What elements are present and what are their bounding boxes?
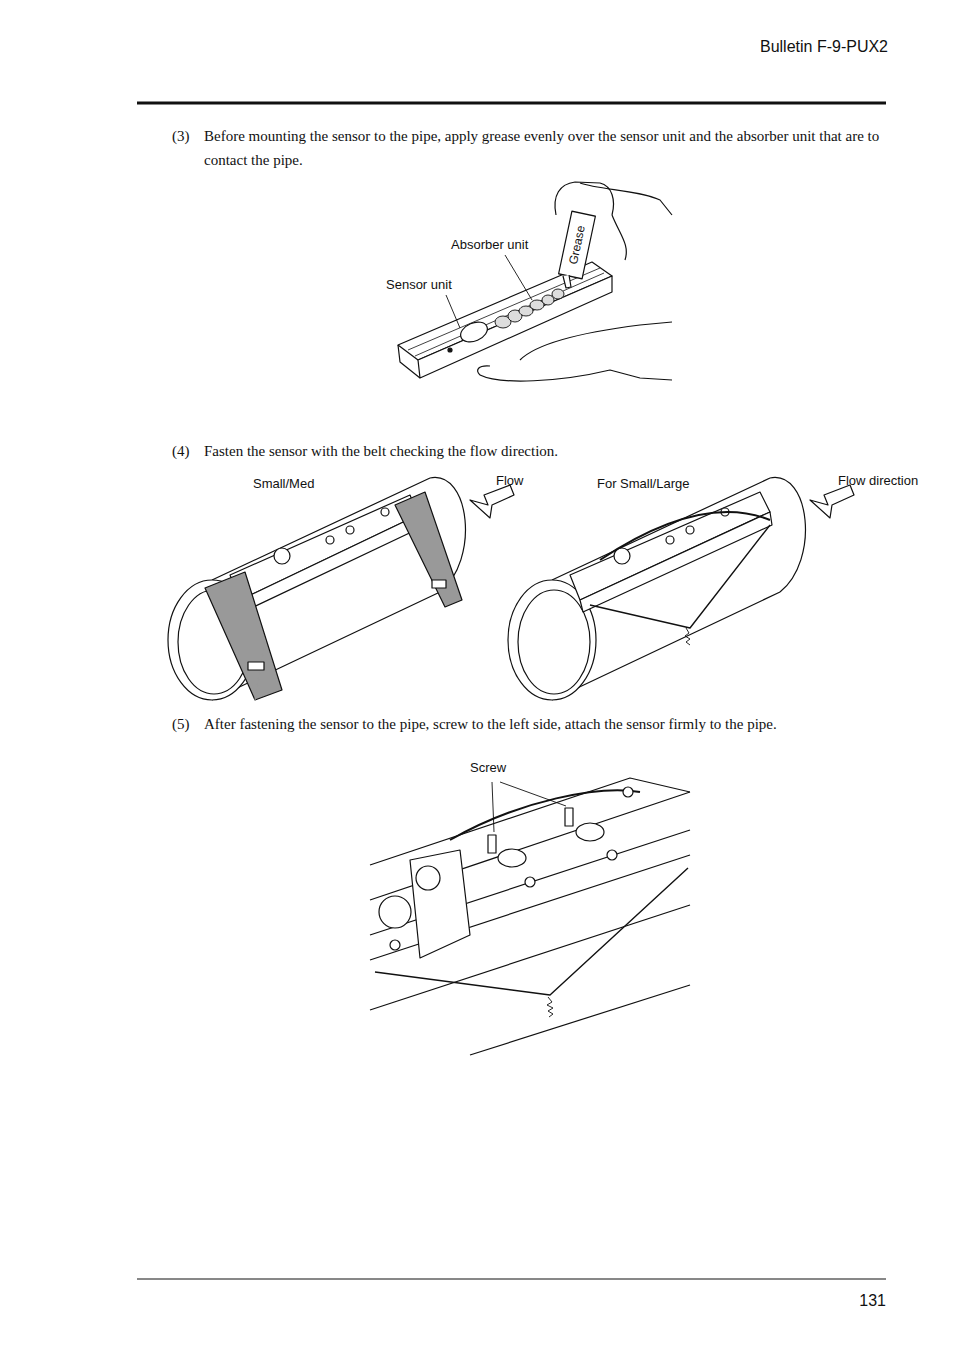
flow-arrow — [470, 485, 514, 518]
part-name: Screw — [470, 760, 506, 775]
pipe-wire-figure — [508, 477, 854, 700]
figure-label: For Small/Large — [597, 476, 689, 491]
step-number: (5) — [172, 716, 190, 733]
screw-figure — [370, 778, 690, 1055]
step-number: (4) — [172, 443, 190, 460]
leader-line — [505, 255, 532, 300]
leader-line — [492, 782, 494, 832]
figure-label: Small/Med — [253, 476, 314, 491]
pipe-belt-figure — [168, 477, 514, 700]
step-text: Fasten the sensor with the belt checking… — [204, 443, 558, 460]
leader-line — [446, 295, 460, 328]
step-text: After fastening the sensor to the pipe, … — [204, 716, 777, 733]
flow-label: Flow direction — [838, 473, 918, 488]
bulletin-number: Bulletin F-9-PUX2 — [760, 38, 888, 56]
step-text: Before mounting the sensor to the pipe, … — [204, 124, 888, 172]
header-rule — [137, 102, 886, 105]
footer-rule — [137, 1279, 886, 1280]
part-name: Absorber unit — [451, 237, 528, 252]
flow-label: Flow — [496, 473, 523, 488]
flow-arrow — [810, 485, 854, 518]
step-number: (3) — [172, 128, 190, 145]
leader-line — [500, 782, 566, 806]
part-name: Sensor unit — [386, 277, 452, 292]
page-number: 131 — [859, 1292, 886, 1310]
